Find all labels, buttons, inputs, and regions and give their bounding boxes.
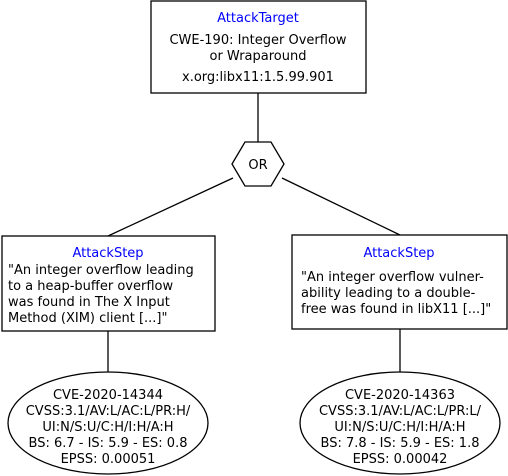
- attack-step-left-line-4: Method (XIM) client [...]": [8, 311, 167, 326]
- vuln-left-epss: EPSS: 0.00051: [61, 452, 156, 467]
- vuln-right-epss: EPSS: 0.00042: [353, 452, 448, 467]
- attack-step-left-line-3: was found in The X Input: [8, 295, 170, 310]
- vulnerability-node-left: CVE-2020-14344 CVSS:3.1/AV:L/AC:L/PR:H/ …: [7, 371, 209, 475]
- vuln-right-scores: BS: 7.8 - IS: 5.9 - ES: 1.8: [321, 436, 480, 451]
- attack-step-left-type-label: AttackStep: [72, 246, 143, 261]
- or-gate-node: OR: [231, 141, 285, 187]
- vuln-right-cvss-line-1: CVSS:3.1/AV:L/AC:L/PR:L/: [319, 404, 482, 419]
- attack-step-node-left: AttackStep "An integer overflow leading …: [1, 235, 216, 332]
- attack-step-right-line-1: "An integer overflow vulner-: [301, 270, 484, 285]
- attack-target-node: AttackTarget CWE-190: Integer Overflow o…: [150, 0, 367, 94]
- attack-step-right-line-2: ability leading to a double-: [301, 286, 476, 301]
- or-gate-label: OR: [248, 158, 267, 173]
- edge-gate-to-left-step: [107, 177, 234, 237]
- attack-step-right-type-label: AttackStep: [363, 246, 434, 261]
- attack-step-left-line-1: "An integer overflow leading: [8, 263, 194, 278]
- attack-step-left-line-2: to a heap-buffer overflow: [8, 279, 173, 294]
- attack-target-cpe: x.org:libx11:1.5.99.901: [182, 70, 334, 85]
- attack-target-title-line-1: CWE-190: Integer Overflow: [169, 33, 346, 48]
- attack-target-type-label: AttackTarget: [217, 11, 299, 26]
- attack-step-right-line-3: free was found in libX11 [...]": [301, 302, 491, 317]
- vuln-right-cvss-line-2: UI:N/S:U/C:H/I:H/A:H: [334, 420, 465, 435]
- edge-gate-to-right-step: [281, 177, 401, 236]
- vuln-right-cve-id: CVE-2020-14363: [345, 388, 455, 403]
- vuln-left-cvss-line-2: UI:N/S:U/C:H/I:H/A:H: [42, 420, 173, 435]
- attack-target-title-line-2: or Wraparound: [210, 49, 307, 64]
- attack-step-node-right: AttackStep "An integer overflow vulner- …: [291, 234, 508, 330]
- vuln-left-cvss-line-1: CVSS:3.1/AV:L/AC:L/PR:H/: [26, 404, 191, 419]
- vuln-left-cve-id: CVE-2020-14344: [53, 388, 163, 403]
- vulnerability-node-right: CVE-2020-14363 CVSS:3.1/AV:L/AC:L/PR:L/ …: [299, 371, 501, 475]
- vuln-left-scores: BS: 6.7 - IS: 5.9 - ES: 0.8: [29, 436, 188, 451]
